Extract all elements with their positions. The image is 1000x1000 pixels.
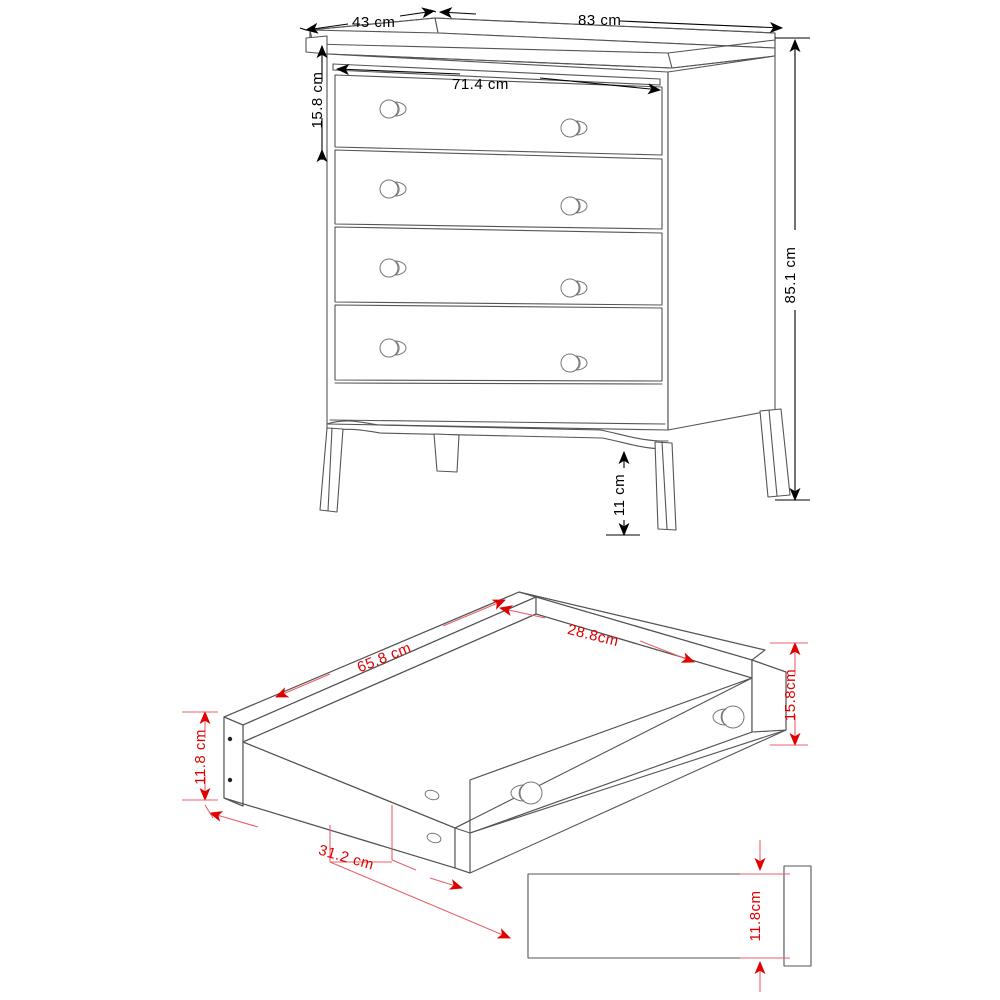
drawer-knob-side [712, 705, 745, 729]
runner-profile-illustration [527, 865, 812, 967]
chest-knob-1-right [560, 118, 588, 138]
dimension-depth-43cm: 43 cm [299, 7, 437, 34]
chest-top-panel [309, 17, 776, 69]
chest-leg-back-right [759, 408, 791, 498]
dimension-label-118cm-side: 11.8 cm [192, 729, 209, 785]
dimension-label-158cm-drawer: 15.8cm [782, 669, 799, 721]
chest-knob-4-right [560, 353, 588, 373]
chest-drawer-1 [334, 74, 663, 156]
dimension-leg-height-11cm: 11 cm [606, 450, 640, 537]
drawer-knob-front [510, 781, 543, 805]
dimension-total-height-851cm: 85.1 cm [775, 37, 810, 502]
dimension-runner-height-118cm: 11.8cm [740, 840, 790, 992]
dimension-drawer-width-714cm: 71.4 cm [335, 63, 662, 95]
runner-body [527, 873, 785, 959]
drawer-screw-hole-upper [227, 736, 233, 742]
drawer-slot-hole-upper [424, 789, 440, 801]
dimension-drawer-front-158cm: 15.8cm [770, 641, 808, 747]
dimension-label-714cm: 71.4 cm [452, 76, 509, 93]
drawer-screw-hole-lower [227, 777, 233, 783]
chest-knob-3-right [560, 278, 588, 298]
chest-knob-3-left [379, 258, 407, 278]
chest-knob-2-left [379, 179, 407, 199]
chest-top-left-edge [305, 35, 328, 55]
dimension-label-11cm: 11 cm [611, 474, 628, 516]
chest-leg-front-right [654, 441, 677, 531]
dimension-label-851cm: 85.1 cm [782, 247, 799, 304]
drawer-box-illustration [223, 591, 787, 874]
chest-leg-center [433, 433, 460, 473]
chest-knob-2-right [560, 196, 588, 216]
dimension-width-83cm: 83 cm [438, 7, 784, 33]
dimension-drawer-height-158cm: 15.8 cm [309, 44, 328, 163]
chest-knob-1-left [379, 99, 407, 119]
runner-end-block [783, 865, 812, 967]
chest-leg-front-left [319, 427, 344, 513]
dimension-drawer-side-118cm: 11.8 cm [182, 710, 218, 802]
chest-of-drawers-illustration [305, 17, 791, 531]
dimension-label-83cm: 83 cm [578, 12, 621, 29]
drawer-slot-hole-lower [426, 832, 442, 844]
dimension-label-158cm-chest: 15.8 cm [309, 72, 326, 129]
dimension-label-43cm: 43 cm [352, 14, 395, 31]
chest-knob-4-left [379, 338, 407, 358]
dimension-label-118cm-profile: 11.8cm [747, 890, 764, 941]
